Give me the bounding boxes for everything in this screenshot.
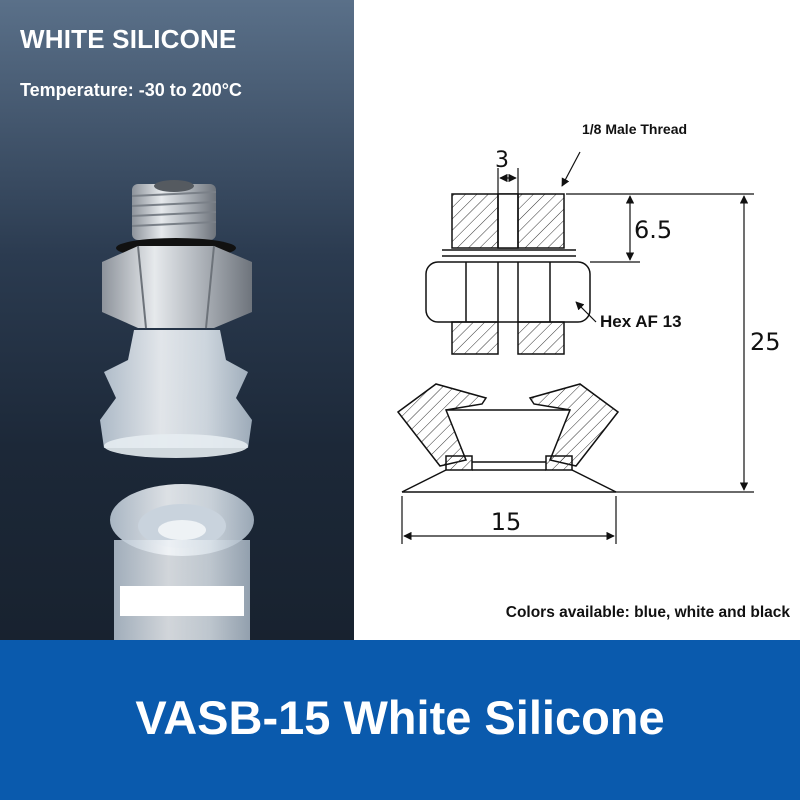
dimension-drawing: 3 1/8 Male Thread 6.5 Hex AF 13 25 <box>396 121 781 544</box>
temperature-range: Temperature: -30 to 200°C <box>20 80 242 100</box>
dim-cup-diameter <box>401 496 617 544</box>
material-title: WHITE SILICONE <box>20 24 237 54</box>
lower-stem <box>451 321 565 355</box>
cup-outline <box>401 409 617 493</box>
dim-total-height-label: 25 <box>750 328 781 356</box>
dim-hole-label: 3 <box>495 148 509 173</box>
cup-section <box>396 383 620 471</box>
hex-callout: Hex AF 13 <box>600 312 682 331</box>
colors-available-note: Colors available: blue, white and black <box>505 604 790 621</box>
thread-callout: 1/8 Male Thread <box>582 121 687 137</box>
hex-nut <box>425 261 591 323</box>
product-name: VASB-15 White Silicone <box>135 690 665 744</box>
suction-cup-photo <box>100 180 254 640</box>
thread-section <box>442 193 576 257</box>
dim-cup-diameter-label: 15 <box>491 508 522 536</box>
dim-thread-length <box>566 193 754 263</box>
footer-banner: VASB-15 White Silicone <box>0 640 800 800</box>
product-photo-panel: WHITE SILICONE Temperature: -30 to 200°C <box>0 0 354 640</box>
technical-drawing-panel: 3 1/8 Male Thread 6.5 Hex AF 13 25 <box>354 0 800 640</box>
dim-total-height <box>616 195 754 493</box>
dim-hole <box>497 168 519 194</box>
dim-thread-length-label: 6.5 <box>634 216 672 244</box>
